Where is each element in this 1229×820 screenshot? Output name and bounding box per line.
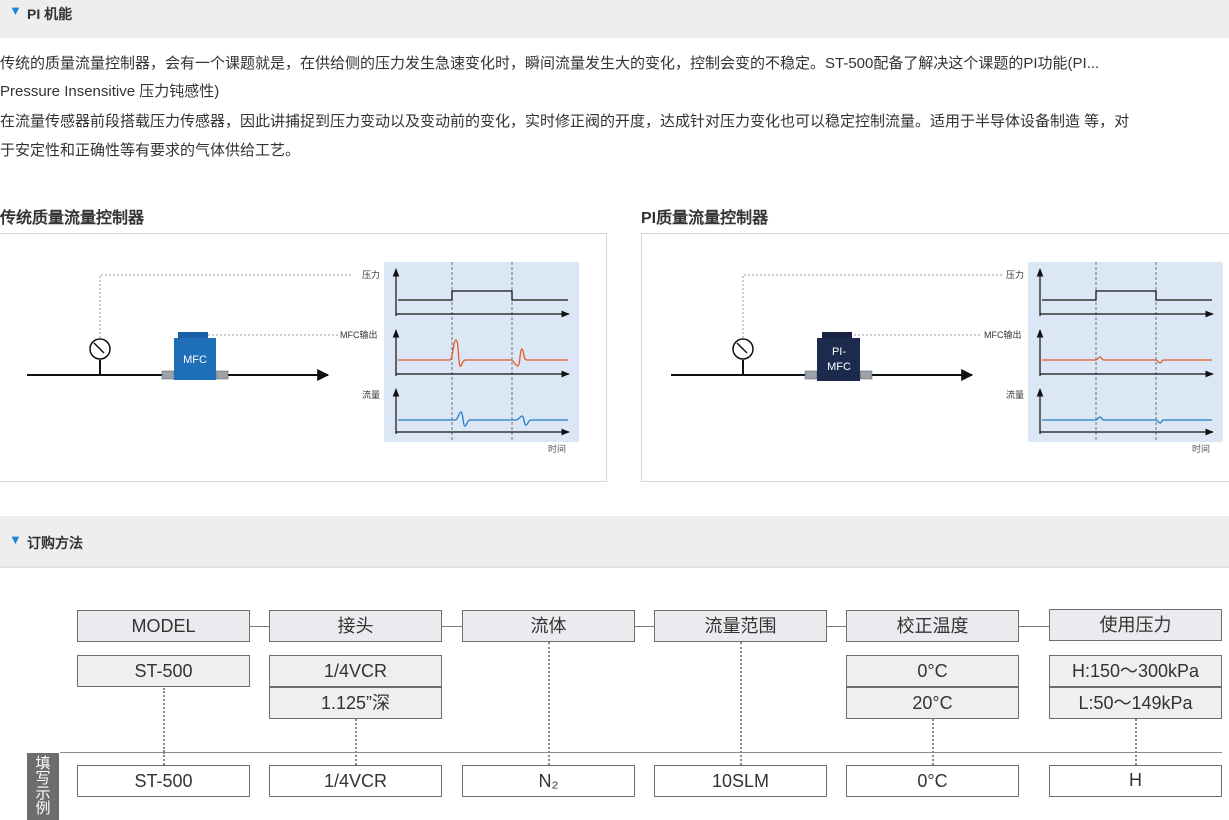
- order-header-fluid: 流体: [462, 610, 635, 642]
- label-flow: 流量: [362, 389, 380, 400]
- diagram-title-pi: PI质量流量控制器: [641, 210, 769, 227]
- order-sample: 10SLM: [654, 765, 827, 797]
- device-label-line1: PI-: [832, 346, 846, 358]
- order-header-model: MODEL: [77, 610, 250, 642]
- diagram-title-conventional: 传统质量流量控制器: [0, 210, 145, 227]
- order-option: L:50～149kPa: [1049, 687, 1222, 719]
- pi-section-header: ▼ PI 机能: [0, 0, 1229, 38]
- label-output: MFC输出: [984, 329, 1022, 340]
- order-option: 1/4VCR: [269, 655, 442, 687]
- label-pressure: 压力: [1006, 269, 1024, 280]
- order-option: 0°C: [846, 655, 1019, 687]
- diagram-conventional-mfc: MFC 压力 MFC输出 流量 时间: [0, 233, 607, 482]
- order-header-fitting: 接头: [269, 610, 442, 642]
- order-section-header: ▼ 订购方法: [0, 516, 1229, 568]
- label-time: 时间: [1192, 443, 1210, 454]
- order-option: ST-500: [77, 655, 250, 687]
- device-label: MFC: [183, 354, 207, 366]
- order-sample: N₂: [462, 765, 635, 797]
- fill-example-label: 填 写 示 例: [27, 753, 59, 820]
- label-pressure: 压力: [362, 269, 380, 280]
- pi-mfc-device: [817, 338, 860, 381]
- label-time: 时间: [548, 443, 566, 454]
- order-sample: 0°C: [846, 765, 1019, 797]
- paragraph: 传统的质量流量控制器，会有一个课题就是，在供给侧的压力发生急速变化时，瞬间流量发…: [0, 55, 1100, 72]
- mfc-device: [174, 338, 216, 380]
- label-flow: 流量: [1006, 389, 1024, 400]
- section-title: PI 机能: [27, 6, 73, 22]
- graph-panel: [384, 262, 579, 442]
- section-title: 订购方法: [27, 535, 83, 551]
- triangle-down-icon: ▼: [9, 532, 22, 547]
- order-option: 1.125”深: [269, 687, 442, 719]
- order-option: 20°C: [846, 687, 1019, 719]
- graph-panel: [1028, 262, 1223, 442]
- order-header-pressure: 使用压力: [1049, 609, 1222, 641]
- order-sample: 1/4VCR: [269, 765, 442, 797]
- diagram-pi-mfc: PI- MFC 压力 MFC输出 流量 时间: [641, 233, 1229, 482]
- order-option: H:150～300kPa: [1049, 655, 1222, 687]
- triangle-down-icon: ▼: [9, 3, 22, 18]
- paragraph: 在流量传感器前段搭载压力传感器，因此讲捕捉到压力变动以及变动前的变化，实时修正阀…: [0, 113, 1130, 130]
- order-header-calibration-temp: 校正温度: [846, 610, 1019, 642]
- paragraph: 于安定性和正确性等有要求的气体供给工艺。: [0, 142, 301, 159]
- order-sample: ST-500: [77, 765, 250, 797]
- device-label-line2: MFC: [827, 361, 851, 373]
- paragraph: Pressure Insensitive 压力钝感性): [0, 83, 220, 100]
- label-output: MFC输出: [340, 329, 378, 340]
- order-header-flow-range: 流量范围: [654, 610, 827, 642]
- order-sample: H: [1049, 765, 1222, 797]
